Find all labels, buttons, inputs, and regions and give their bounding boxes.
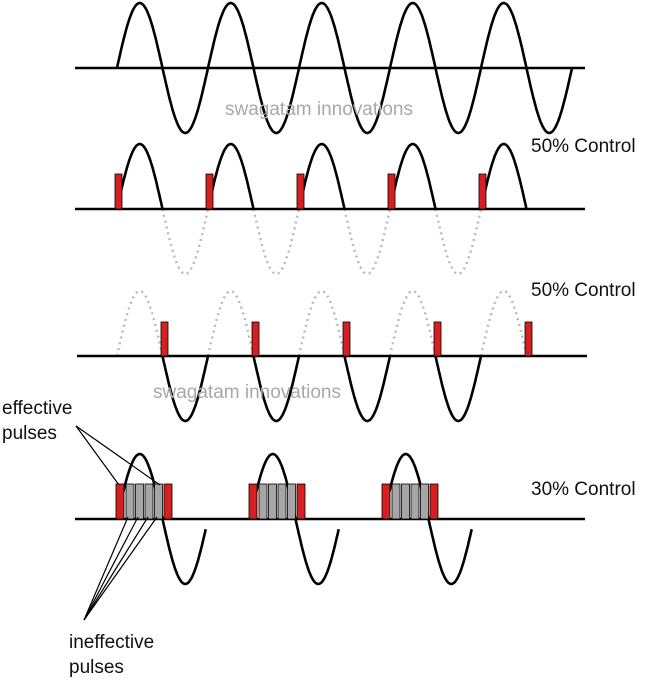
effective-pulse — [524, 321, 533, 357]
row1-sine-wave — [115, 1, 574, 135]
ineffective-label-line2: pulses — [69, 657, 124, 678]
effective-pulse — [478, 173, 487, 210]
effective-pulse — [433, 321, 442, 357]
row4-phase-cut-wave — [118, 452, 473, 586]
ineffective-pulse — [135, 483, 144, 520]
effective-pulse — [248, 483, 258, 520]
effective-pulse — [342, 321, 351, 357]
ineffective-pulse — [420, 483, 429, 520]
effective-pulse — [251, 321, 260, 357]
row-full-sine — [75, 1, 585, 135]
row2-suppressed-negative-halves — [161, 208, 483, 276]
effective-pulse — [160, 321, 169, 357]
effective-pulse — [115, 483, 125, 520]
effective-pulse — [205, 173, 214, 210]
row3-control-label: 50% Control — [531, 280, 636, 301]
ineffective-pulse — [410, 483, 420, 520]
ineffective-leader-3 — [83, 516, 149, 621]
ineffective-pulse — [401, 483, 410, 520]
ineffective-pulse — [258, 483, 268, 520]
ineffective-pulse — [144, 483, 154, 520]
row-50-percent-positive: 50% Control — [75, 136, 636, 276]
row2-control-label: 50% Control — [531, 136, 636, 157]
effective-pulse — [114, 173, 123, 210]
row3-conducting-negative-halves — [161, 355, 483, 423]
effective-leader-1 — [75, 425, 120, 486]
row2-trigger-pulses — [114, 173, 487, 210]
effective-pulse — [296, 483, 306, 520]
watermark-1: swagatam innovations — [225, 99, 413, 120]
row-30-percent: 30% Control — [75, 452, 636, 586]
watermark-2: swagatam innovations — [153, 382, 341, 403]
row3-suppressed-positive-halves — [115, 289, 528, 357]
ineffective-pulse — [268, 483, 277, 520]
ineffective-leader-4 — [83, 516, 158, 621]
row3-trigger-pulses — [160, 321, 533, 357]
effective-pulse — [387, 173, 396, 210]
row4-pulse-trains — [115, 483, 439, 520]
effective-pulse — [296, 173, 305, 210]
ineffective-pulse — [391, 483, 401, 520]
ineffective-leader-1 — [83, 516, 129, 621]
effective-pulses-annotation: effective pulses — [2, 398, 161, 486]
row4-control-label: 30% Control — [531, 479, 636, 500]
effective-pulse — [429, 483, 439, 520]
effective-pulse — [163, 483, 173, 520]
row-50-percent-negative: 50% Control — [77, 280, 636, 423]
row2-conducting-positive-halves — [115, 142, 528, 210]
effective-leader-2 — [75, 425, 161, 486]
ineffective-leader-2 — [83, 516, 139, 621]
ineffective-pulse — [154, 483, 163, 520]
ineffective-pulse — [277, 483, 287, 520]
ineffective-pulse — [287, 483, 296, 520]
effective-label-line2: pulses — [2, 423, 57, 444]
effective-label-line1: effective — [2, 398, 72, 419]
ineffective-pulses-annotation: ineffective pulses — [69, 516, 158, 678]
effective-pulse — [381, 483, 391, 520]
ineffective-label-line1: ineffective — [69, 632, 154, 653]
ineffective-pulse — [125, 483, 135, 520]
